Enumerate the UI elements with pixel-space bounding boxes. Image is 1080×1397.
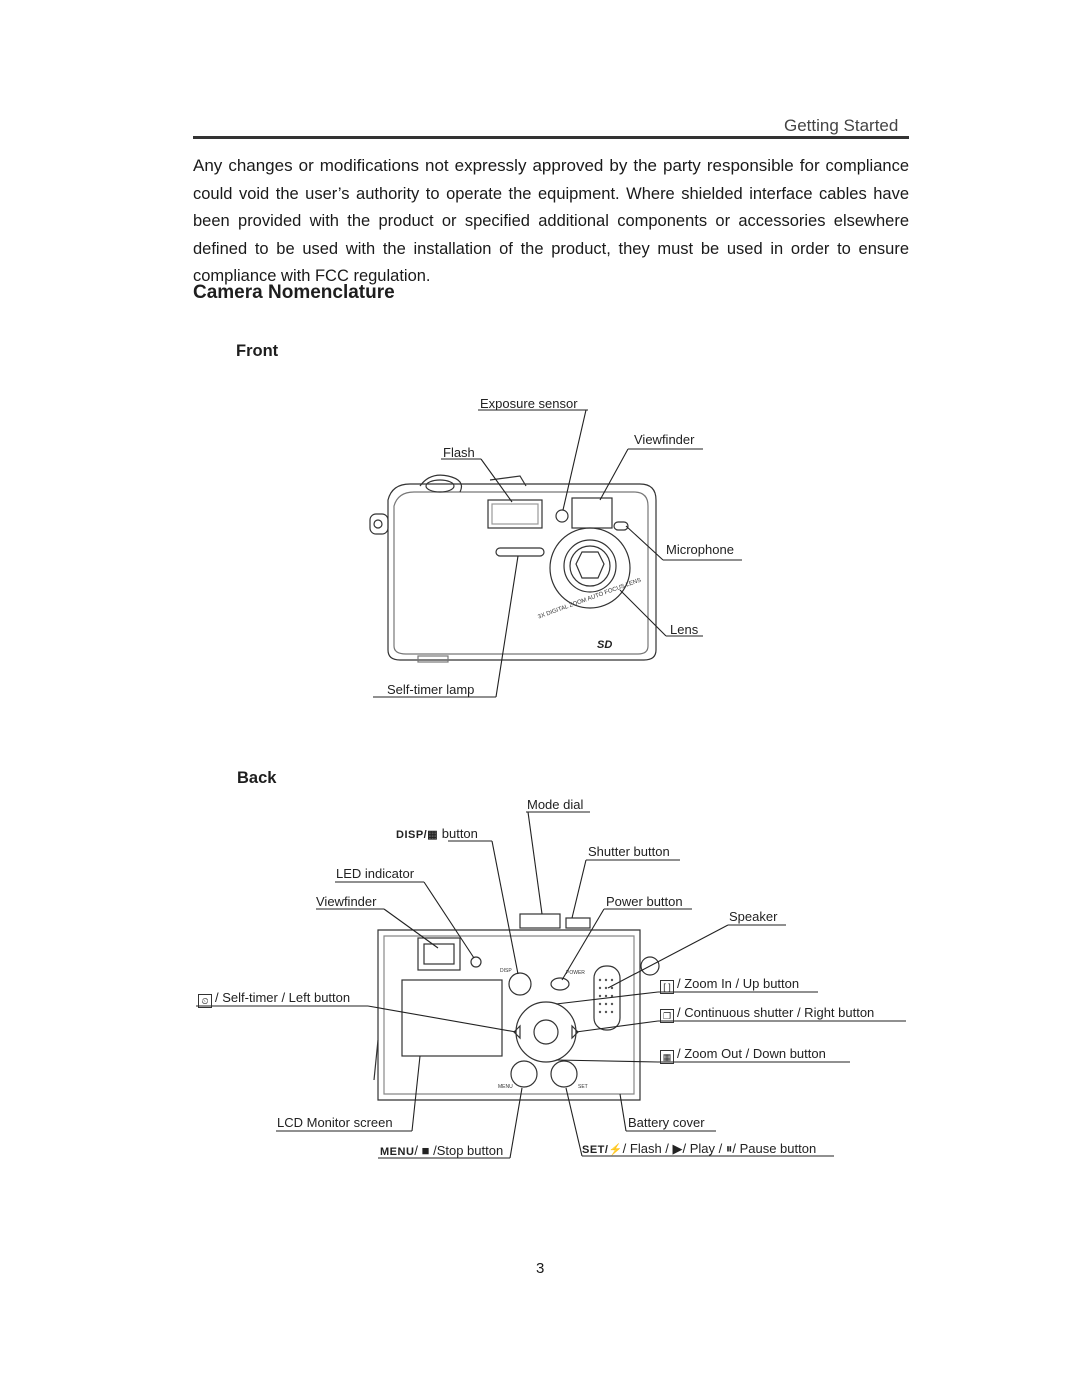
back-body-print: DISP POWER MENU SET: [498, 968, 588, 1090]
front-leaders: [373, 409, 742, 698]
menu-icon: MENU: [380, 1146, 415, 1158]
label-self-timer-left: ⏲/ Self-timer / Left button: [198, 990, 350, 1008]
continuous-right-text: / Continuous shutter / Right button: [677, 1005, 875, 1020]
paragraph-rest: compliance could void the user’s authori…: [193, 157, 909, 285]
front-camera-drawing: [369, 474, 657, 663]
sd-logo: SD: [597, 639, 612, 651]
disp-button-text: button: [441, 826, 478, 841]
label-lens: Lens: [670, 622, 699, 637]
label-speaker: Speaker: [729, 909, 778, 924]
back-leaders: [196, 811, 906, 1159]
front-subtitle: Front: [236, 342, 279, 360]
label-microphone: Microphone: [666, 542, 734, 557]
label-viewfinder-front: Viewfinder: [634, 432, 695, 447]
label-battery-cover: Battery cover: [628, 1115, 705, 1130]
speaker-holes: [598, 978, 614, 1014]
label-zoom-out-down: ▦/ Zoom Out / Down button: [660, 1046, 826, 1064]
label-set-flash-play-pause: SET/⚡/ Flash / ▶/ Play / ⏸/ Pause button: [582, 1141, 816, 1157]
zoom-out-icon: ▦: [660, 1050, 674, 1064]
set-flash-play-pause-text: / Flash / ▶/ Play / ⏸/ Pause button: [622, 1141, 817, 1156]
label-shutter-button: Shutter button: [588, 844, 670, 859]
label-self-timer-lamp: Self-timer lamp: [387, 682, 475, 697]
header-rule: [193, 136, 909, 139]
set-icon: SET/⚡: [582, 1144, 623, 1156]
back-camera-drawing: [373, 913, 660, 1101]
label-zoom-in-up: [ ]/ Zoom In / Up button: [660, 976, 799, 994]
label-disp-button: DISP/▦ button: [396, 826, 478, 841]
label-menu-stop: MENU/ ■ /Stop button: [380, 1143, 503, 1158]
menu-stop-text: / ■ /Stop button: [414, 1143, 504, 1158]
label-lcd-monitor: LCD Monitor screen: [277, 1115, 393, 1130]
disp-icon: DISP/▦: [396, 829, 439, 841]
running-header: Getting Started: [784, 116, 899, 135]
label-led-indicator: LED indicator: [336, 866, 415, 881]
continuous-shutter-icon: ❐: [660, 1009, 674, 1023]
svg-text:POWER: POWER: [566, 970, 585, 976]
label-exposure-sensor: Exposure sensor: [480, 396, 578, 411]
self-timer-left-text: / Self-timer / Left button: [215, 990, 351, 1005]
self-timer-icon: ⏲: [198, 994, 212, 1008]
zoom-out-down-text: / Zoom Out / Down button: [677, 1046, 826, 1061]
label-viewfinder-back: Viewfinder: [316, 894, 377, 909]
label-power-button: Power button: [606, 894, 683, 909]
fcc-paragraph: Any changes or modifications not express…: [193, 152, 909, 291]
section-title: Camera Nomenclature: [193, 282, 395, 303]
svg-text:SET: SET: [578, 1084, 588, 1090]
label-mode-dial: Mode dial: [527, 797, 584, 812]
zoom-in-icon: [ ]: [660, 980, 674, 994]
back-subtitle: Back: [237, 769, 277, 787]
svg-text:DISP: DISP: [500, 968, 512, 974]
zoom-in-up-text: / Zoom In / Up button: [677, 976, 800, 991]
label-continuous-right: ❐/ Continuous shutter / Right button: [660, 1005, 874, 1023]
label-flash: Flash: [443, 445, 475, 460]
svg-text:MENU: MENU: [498, 1084, 513, 1090]
page-number: 3: [536, 1260, 545, 1277]
paragraph-lead: Any changes or modifications not express…: [193, 156, 820, 175]
